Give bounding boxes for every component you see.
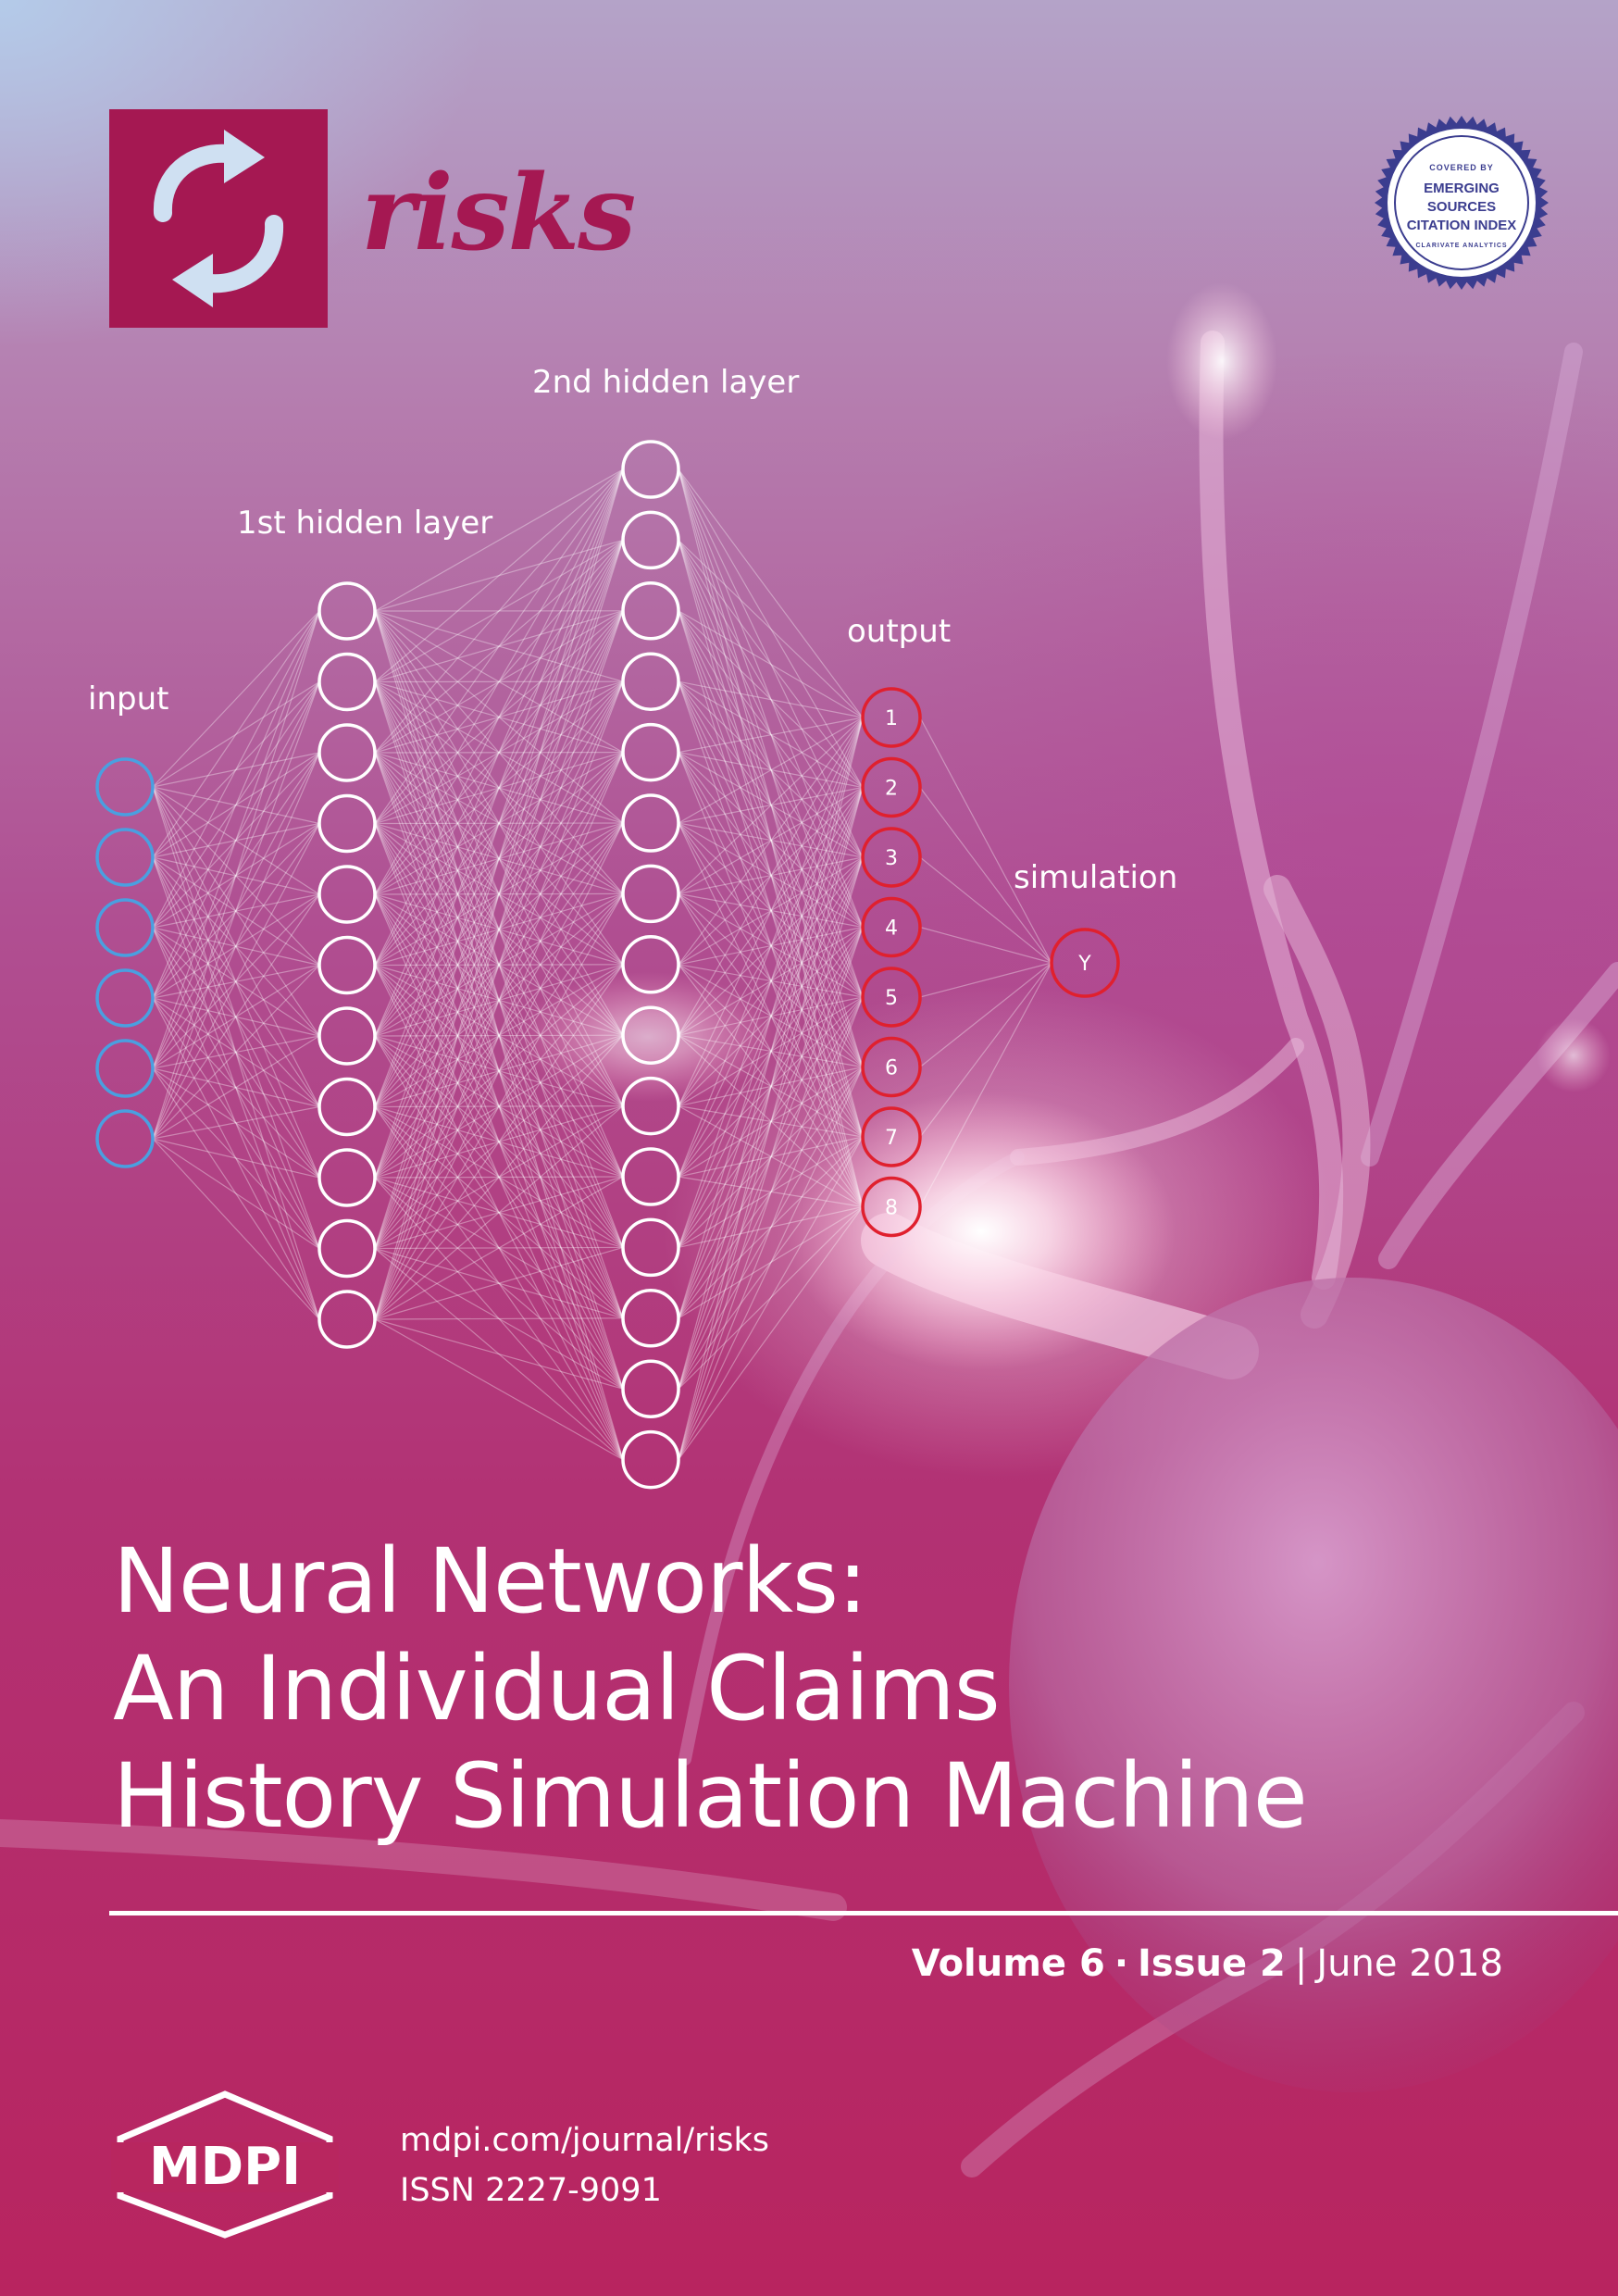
issue-info: Volume 6·Issue 2|June 2018 xyxy=(912,1942,1503,1985)
output-node-6 xyxy=(861,1036,922,1098)
journal-url[interactable]: mdpi.com/journal/risks xyxy=(400,2122,770,2159)
esci-badge: COVERED BY EMERGING SOURCES CITATION IND… xyxy=(1374,115,1550,291)
simulation-node xyxy=(1050,928,1120,998)
hidden1-node-10 xyxy=(317,1218,377,1279)
network-connections xyxy=(152,468,1052,1461)
pipe-separator: | xyxy=(1294,1942,1308,1985)
label-simulation: simulation xyxy=(1014,859,1178,896)
hidden1-node-1 xyxy=(317,581,377,641)
issn: ISSN 2227-9091 xyxy=(400,2172,662,2209)
journal-logo xyxy=(109,109,328,328)
simulation-node-label: Y xyxy=(1077,953,1091,976)
hidden2-node-8 xyxy=(621,935,680,994)
hidden2-node-6 xyxy=(621,793,680,853)
hexagon-icon xyxy=(117,2090,333,2239)
output-node-4-label: 4 xyxy=(885,917,898,941)
output-node-4 xyxy=(861,896,922,958)
title-line-3: History Simulation Machine xyxy=(113,1744,1308,1848)
issue-label: Issue 2 xyxy=(1138,1942,1286,1985)
hidden1-node-4 xyxy=(317,793,377,854)
output-node-1-label: 1 xyxy=(885,707,898,730)
output-node-2-label: 2 xyxy=(885,778,898,801)
input-node-2 xyxy=(95,828,155,887)
hidden1-node-6 xyxy=(317,935,377,995)
output-node-2 xyxy=(861,756,922,818)
volume-label: Volume 6 xyxy=(911,1942,1105,1985)
output-node-7 xyxy=(861,1106,922,1167)
output-node-5 xyxy=(861,967,922,1028)
output-node-8-label: 8 xyxy=(885,1197,898,1220)
hidden2-node-9 xyxy=(621,1005,680,1065)
input-node-4 xyxy=(95,968,155,1028)
seal-icon xyxy=(1375,116,1549,290)
output-node-1 xyxy=(861,687,922,748)
mdpi-logo: MDPI xyxy=(111,2090,339,2239)
output-node-3-label: 3 xyxy=(885,847,898,870)
output-node-3 xyxy=(861,827,922,888)
input-node-3 xyxy=(95,898,155,957)
cycle-arrows-icon xyxy=(153,130,284,307)
hidden2-node-7 xyxy=(621,864,680,924)
hidden1-node-7 xyxy=(317,1006,377,1066)
output-node-6-label: 6 xyxy=(885,1057,898,1080)
input-node-6 xyxy=(95,1109,155,1168)
badge-line-2: SOURCES xyxy=(1426,199,1497,215)
badge-line-1: EMERGING xyxy=(1424,181,1500,196)
hidden1-node-3 xyxy=(317,723,377,782)
badge-line-3: CITATION INDEX xyxy=(1406,218,1517,233)
badge-bottom-text: CLARIVATE ANALYTICS xyxy=(1415,243,1508,249)
hidden2-node-3 xyxy=(621,581,680,641)
hidden2-node-4 xyxy=(621,652,680,711)
title-divider xyxy=(109,1911,1618,1915)
hidden1-node-8 xyxy=(317,1077,377,1137)
hidden2-node-11 xyxy=(621,1147,680,1206)
hidden2-node-1 xyxy=(621,440,680,499)
hidden2-node-12 xyxy=(621,1217,680,1278)
hidden1-node-11 xyxy=(317,1290,377,1349)
issue-date: June 2018 xyxy=(1316,1942,1503,1985)
hidden2-node-5 xyxy=(621,722,680,782)
input-node-5 xyxy=(95,1039,155,1098)
label-output: output xyxy=(847,613,952,650)
journal-name: risks xyxy=(361,153,636,274)
label-second-hidden-layer: 2nd hidden layer xyxy=(532,364,800,401)
output-node-5-label: 5 xyxy=(885,987,898,1010)
hidden1-node-9 xyxy=(317,1148,377,1207)
hidden2-node-15 xyxy=(621,1429,680,1490)
publisher-name: MDPI xyxy=(149,2137,301,2197)
title-line-1: Neural Networks: xyxy=(113,1529,867,1633)
hidden2-node-10 xyxy=(621,1076,680,1136)
output-node-7-label: 7 xyxy=(885,1127,898,1150)
output-node-8 xyxy=(861,1176,922,1238)
bullet-separator: · xyxy=(1114,1942,1129,1985)
hidden2-node-2 xyxy=(621,510,680,570)
badge-covered-by: COVERED BY xyxy=(1429,163,1494,172)
hidden1-node-2 xyxy=(317,652,377,712)
label-first-hidden-layer: 1st hidden layer xyxy=(237,505,493,542)
input-node-1 xyxy=(95,757,155,817)
title-line-2: An Individual Claims xyxy=(113,1637,1001,1741)
hidden2-node-14 xyxy=(621,1359,680,1418)
hidden2-node-13 xyxy=(621,1289,680,1348)
label-input: input xyxy=(88,680,169,718)
article-title: Neural Networks: An Individual Claims Hi… xyxy=(113,1528,1557,1850)
hidden1-node-5 xyxy=(317,865,377,924)
